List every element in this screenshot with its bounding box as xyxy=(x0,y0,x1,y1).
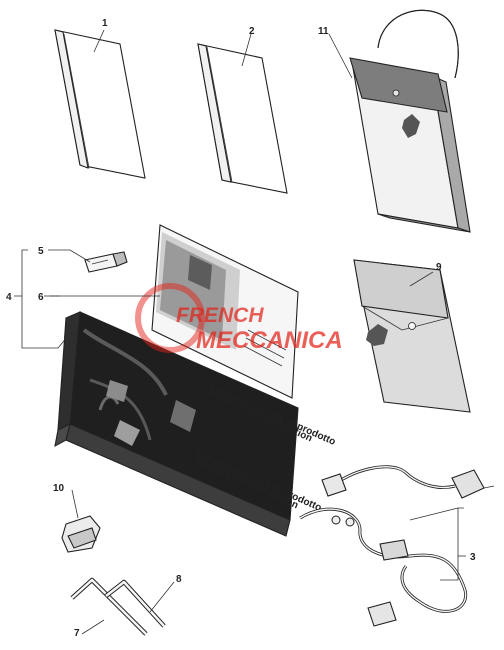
parts-7-8-hex-keys xyxy=(70,577,166,636)
callouts: 1 2 11 5 4 6 9 10 3 8 7 xyxy=(6,18,476,639)
watermark-logo: FRENCH MECCANICA xyxy=(135,283,343,354)
callout-5: 5 xyxy=(38,246,44,257)
part-2-manual-booklet xyxy=(197,43,288,194)
part-1-manual-booklet xyxy=(54,29,146,179)
watermark-line1: FRENCH xyxy=(176,304,264,327)
leader-lines xyxy=(14,29,466,635)
callout-4: 4 xyxy=(6,292,12,303)
callout-8: 8 xyxy=(176,574,182,585)
callout-2: 2 xyxy=(249,26,255,37)
callout-1: 1 xyxy=(102,18,108,29)
callout-10: 10 xyxy=(53,483,65,494)
part-5-usb-key xyxy=(84,251,128,273)
callout-9: 9 xyxy=(436,262,442,273)
part-3-charger-cable xyxy=(299,465,495,627)
part-10-battery-clip xyxy=(61,515,101,553)
watermark-line2: MECCANICA xyxy=(196,327,343,354)
callout-3: 3 xyxy=(470,552,476,563)
part-6-warranty-booklet xyxy=(151,224,299,399)
part-9-envelope xyxy=(353,259,471,413)
part-11-document-bag xyxy=(349,9,471,233)
callout-6: 6 xyxy=(38,292,44,303)
callout-11: 11 xyxy=(318,26,329,37)
callout-7: 7 xyxy=(74,628,80,639)
